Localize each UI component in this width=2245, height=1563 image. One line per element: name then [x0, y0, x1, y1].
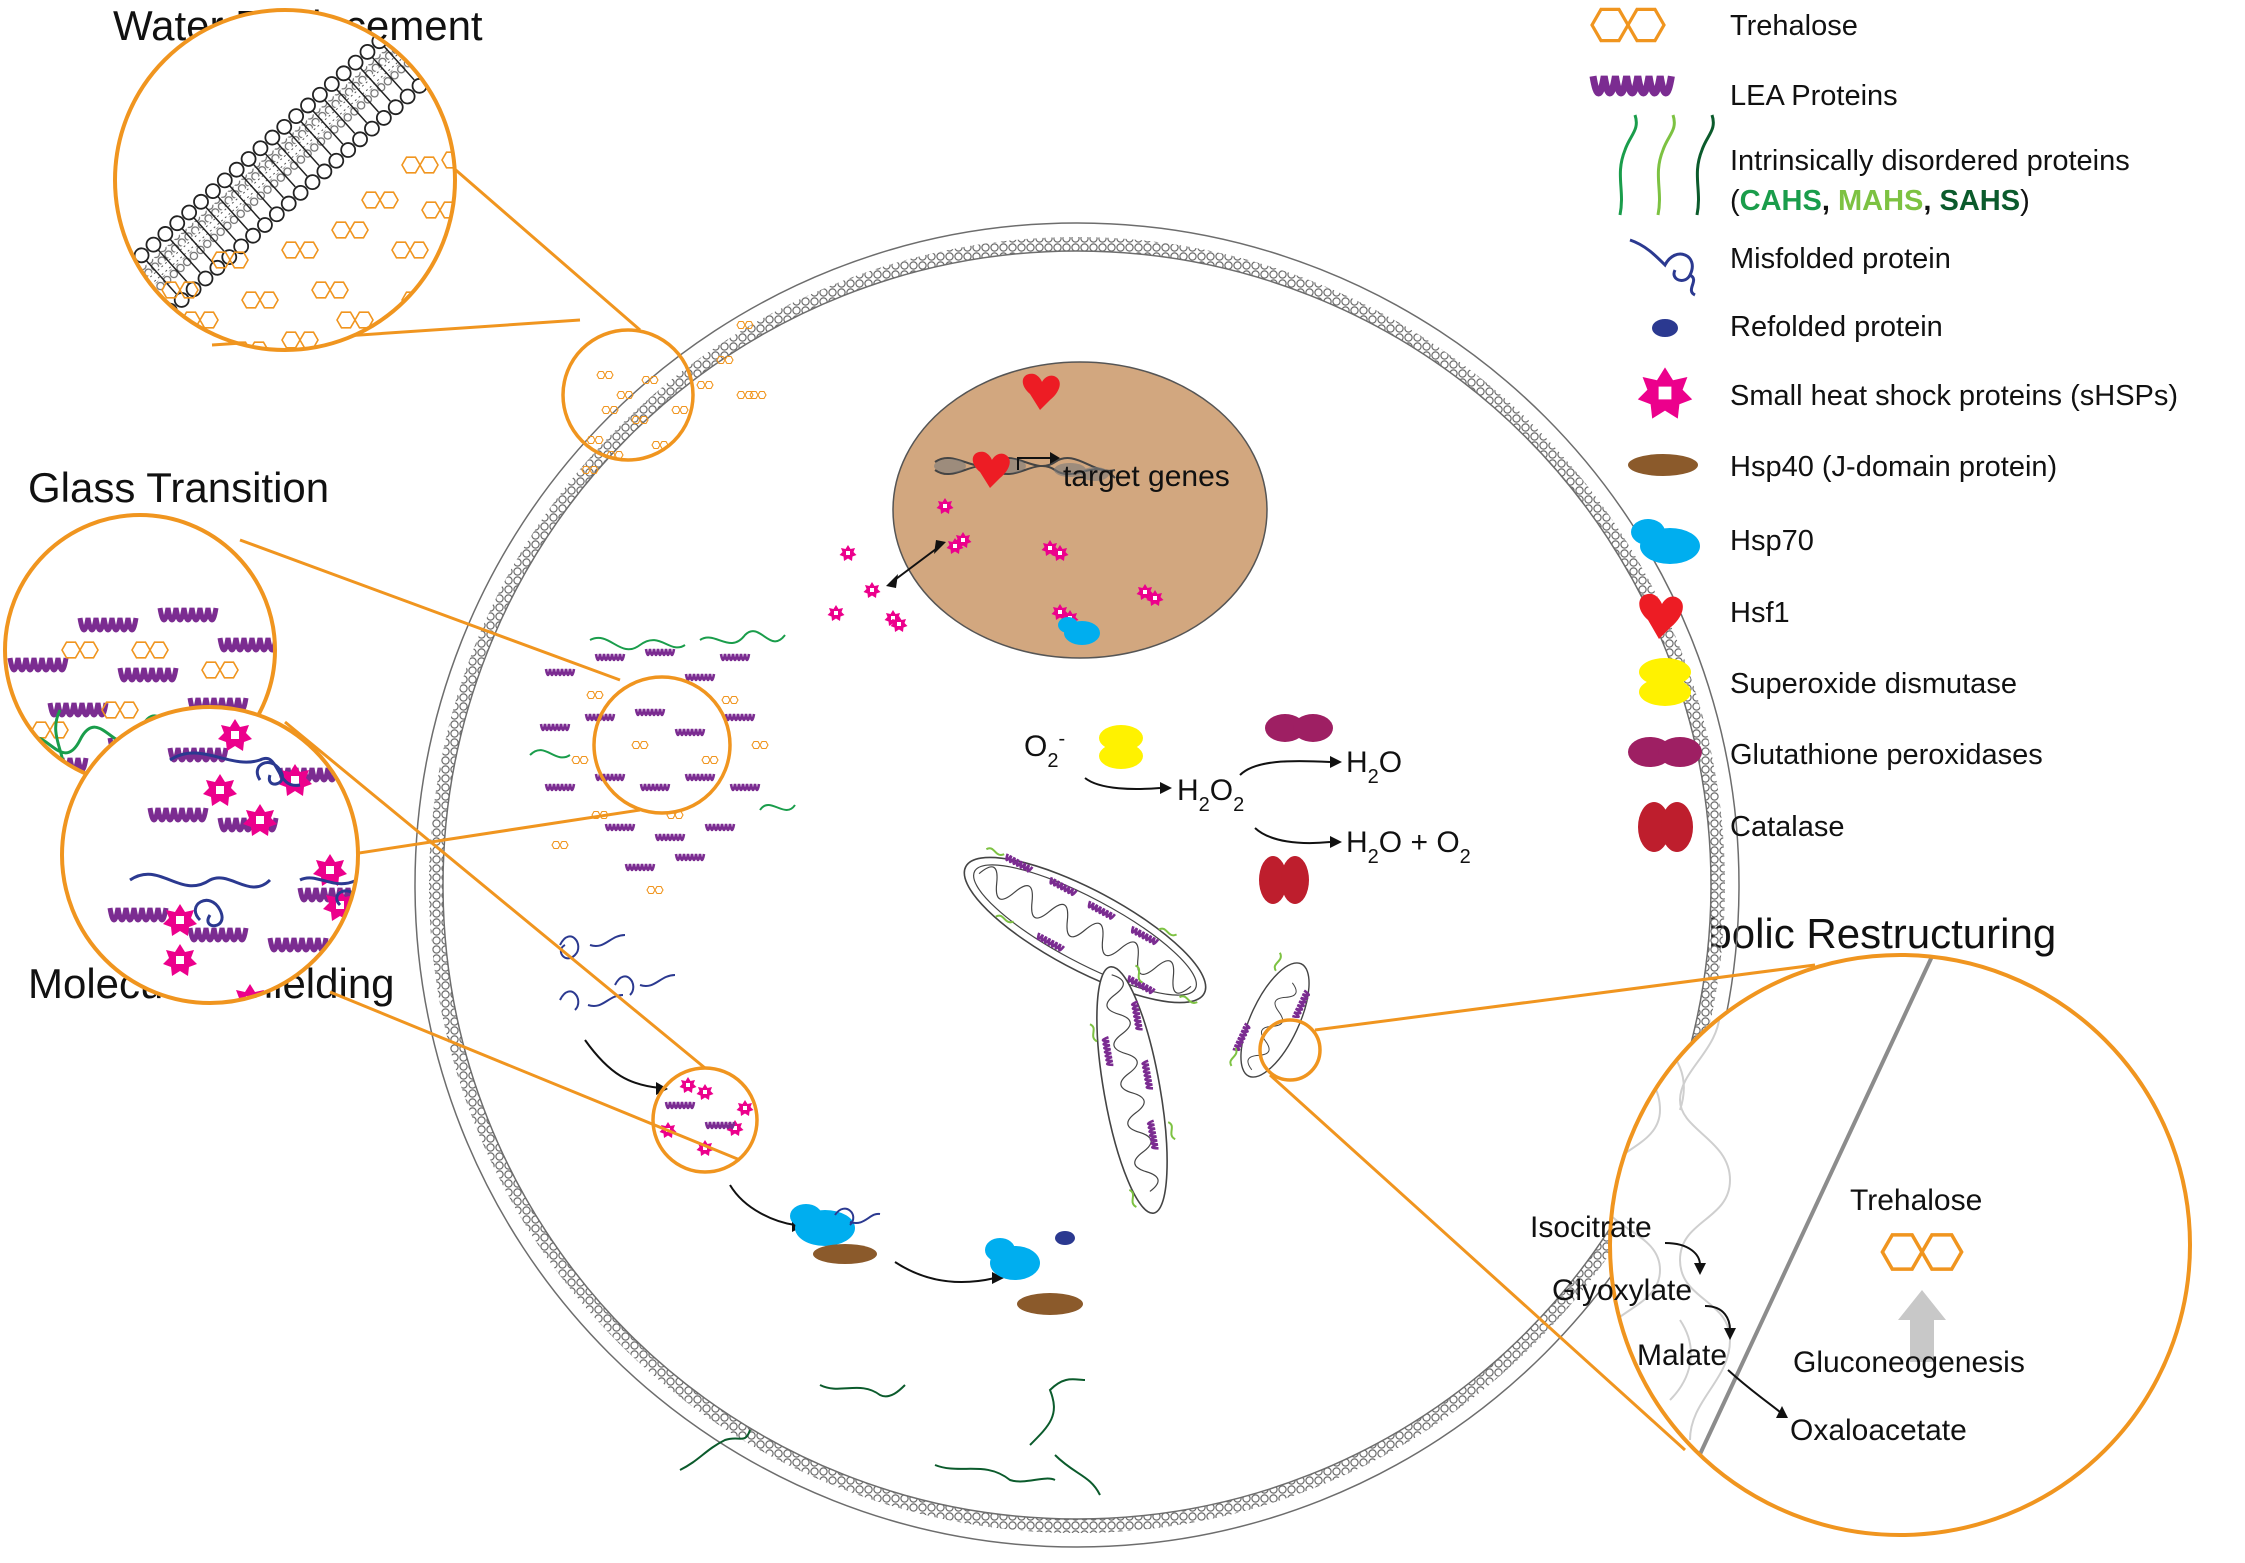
- svg-text:Trehalose: Trehalose: [1730, 10, 1858, 42]
- malate-label: Malate: [1637, 1339, 1727, 1372]
- svg-text:Glutathione peroxidases: Glutathione peroxidases: [1730, 739, 2043, 771]
- legend-gpx: Glutathione peroxidases: [1628, 737, 2043, 771]
- svg-text:(CAHS, MAHS, SAHS): (CAHS, MAHS, SAHS): [1730, 185, 2030, 217]
- legend-trehalose: Trehalose: [1590, 7, 1858, 43]
- shielding-cell: [559, 934, 1083, 1315]
- title-glass-transition: Glass Transition: [28, 464, 329, 511]
- h2o2-label: H2O2: [1177, 774, 1244, 816]
- mitochondrion-2: [1089, 964, 1176, 1214]
- svg-text:Hsp70: Hsp70: [1730, 525, 1814, 557]
- h2o-o2-label: H2O + O2: [1346, 826, 1471, 868]
- hsf1-bound-shape: [972, 451, 1010, 488]
- svg-text:Superoxide dismutase: Superoxide dismutase: [1730, 668, 2017, 700]
- glyoxylate-label: Glyoxylate: [1552, 1274, 1692, 1307]
- sod-shape: [1099, 725, 1143, 751]
- membrane-trehalose-cluster: [561, 320, 767, 475]
- isocitrate-label: Isocitrate: [1530, 1211, 1652, 1244]
- extracellular-sahs: [679, 1378, 1101, 1496]
- svg-text:Small heat shock proteins (sHS: Small heat shock proteins (sHSPs): [1730, 380, 2178, 412]
- gluconeogenesis-label: Gluconeogenesis: [1793, 1346, 2025, 1379]
- legend-lea: LEA Proteins: [1593, 76, 1898, 112]
- legend-shsp: Small heat shock proteins (sHSPs): [1637, 367, 2178, 419]
- glass-cluster: [529, 630, 796, 895]
- legend-misfolded: Misfolded protein: [1629, 238, 1951, 297]
- legend-catalase: Catalase: [1638, 802, 1844, 852]
- molecular-shielding-zoom: [60, 705, 360, 1005]
- svg-text:Hsf1: Hsf1: [1730, 597, 1790, 629]
- svg-text:Hsp40 (J-domain protein): Hsp40 (J-domain protein): [1730, 451, 2057, 483]
- svg-text:LEA Proteins: LEA Proteins: [1730, 80, 1898, 112]
- legend: Trehalose LEA Proteins Intrinsically dis…: [1590, 7, 2178, 852]
- legend-hsp40: Hsp40 (J-domain protein): [1628, 451, 2057, 483]
- mitochondrion-1: [963, 847, 1207, 1004]
- hsf1-shape: [1022, 373, 1060, 410]
- svg-text:Misfolded protein: Misfolded protein: [1730, 243, 1951, 275]
- h2o-label: H2O: [1346, 746, 1402, 788]
- oxaloacetate-label: Oxaloacetate: [1790, 1414, 1967, 1447]
- o2-label: O2-: [1024, 728, 1065, 772]
- gpx-shape: [1265, 714, 1305, 742]
- mitochondrion-3: [1229, 952, 1311, 1078]
- svg-text:Intrinsically disordered prote: Intrinsically disordered proteins: [1730, 145, 2130, 177]
- legend-hsf1: Hsf1: [1639, 593, 1790, 639]
- ros-pathway: O2- H2O2 H2O H2O + O2: [1024, 714, 1471, 904]
- target-genes-label: target genes: [1063, 460, 1230, 493]
- metabolic-trehalose-label: Trehalose: [1850, 1184, 1982, 1217]
- legend-sod: Superoxide dismutase: [1639, 658, 2017, 706]
- svg-text:Catalase: Catalase: [1730, 811, 1844, 843]
- water-replacement-zoom: [113, 8, 641, 352]
- nucleus: target genes: [892, 361, 1268, 659]
- svg-text:Refolded protein: Refolded protein: [1730, 311, 1943, 343]
- legend-hsp70: Hsp70: [1631, 519, 1814, 564]
- legend-refolded: Refolded protein: [1652, 311, 1943, 343]
- legend-idp: Intrinsically disordered proteins (CAHS,…: [1618, 114, 2130, 217]
- catalase-shape: [1259, 856, 1287, 904]
- metabolic-zoom: Isocitrate Glyoxylate Malate Oxaloacetat…: [1258, 953, 2192, 1537]
